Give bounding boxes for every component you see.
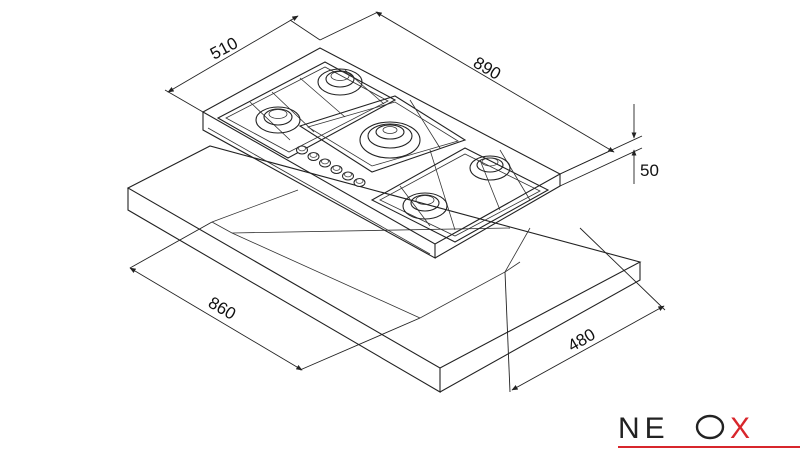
dimension-label-cutout-width: 860 [205,293,239,324]
dimension-depth: 510 [164,15,321,113]
control-knob [353,178,366,187]
logo-o-mark [695,414,725,440]
control-knob [296,145,308,155]
dimension-height: 50 [559,104,659,187]
burner-4 [469,155,511,181]
logo-text-end: X [730,412,755,445]
control-knob [342,171,354,181]
control-knob [307,152,320,161]
control-knob [319,158,331,168]
dimension-label-width: 890 [470,53,504,84]
cutout-edge-back [211,189,299,223]
dimension-label-cutout-depth: 480 [565,325,599,356]
logo-text-start: NE [618,412,670,445]
hob-top-plate [201,47,562,245]
control-knobs [296,145,366,187]
dimension-cutout-depth: 480 [504,227,666,393]
cutout-edge-front [419,227,531,319]
control-knob [330,165,343,174]
countertop-slab [126,145,642,393]
burner-3-wok [359,121,421,159]
brand-logo: NE X [618,412,800,448]
burner-2 [317,68,363,96]
cutout-edge-left [211,221,421,319]
burner-1 [255,106,301,134]
dimension-label-height: 50 [640,161,659,180]
burner-5 [402,192,448,220]
dimension-label-depth: 510 [207,33,241,63]
